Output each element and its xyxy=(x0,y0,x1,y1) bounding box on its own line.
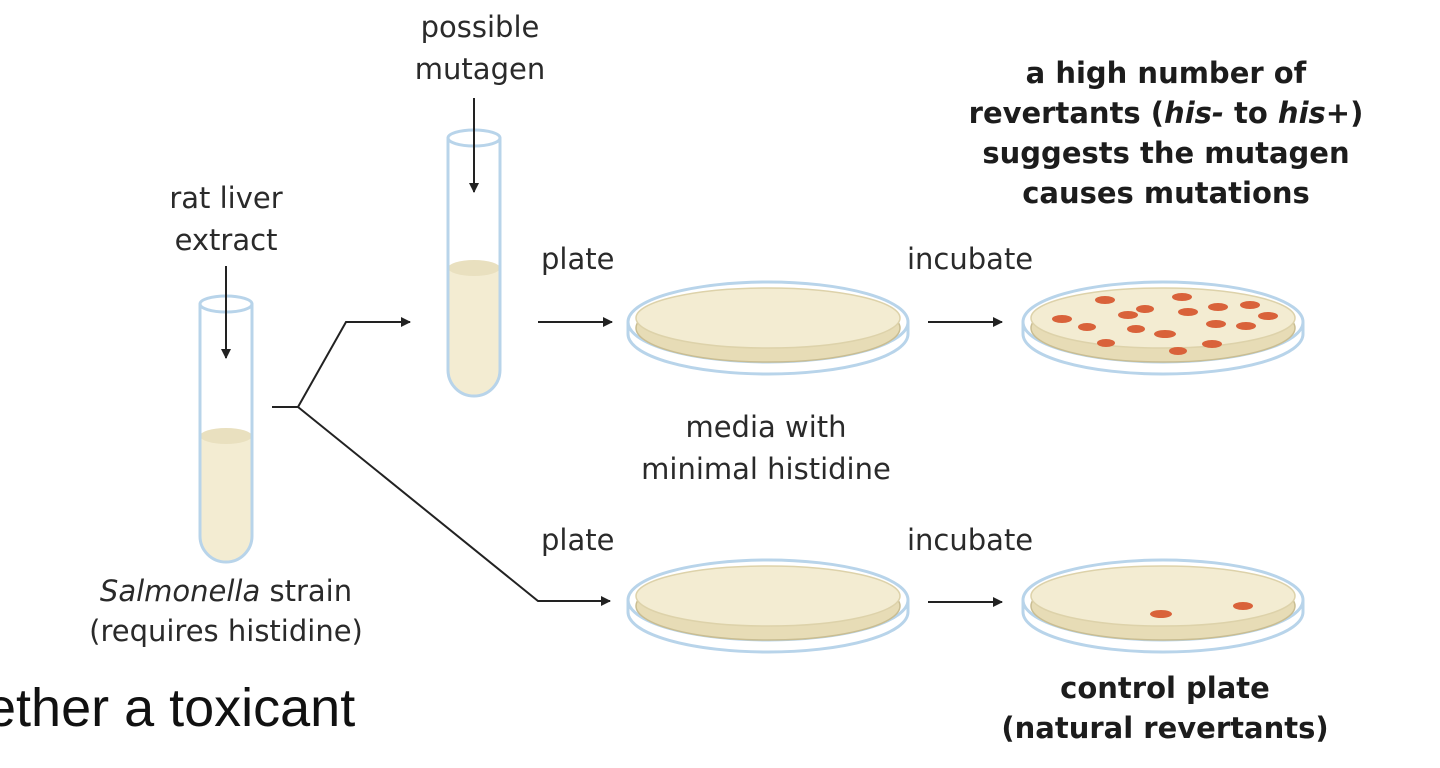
colonies-few xyxy=(1150,602,1253,618)
possible-mutagen-line-1: possible xyxy=(420,10,540,44)
page-text-fragment: ether a toxicant xyxy=(0,676,355,740)
result-line-2-c: to xyxy=(1223,96,1278,130)
result-line-2: revertants (his- to his+) xyxy=(946,93,1386,133)
strain-italic: Salmonella xyxy=(99,574,261,608)
control-plate-label: control plate (natural revertants) xyxy=(960,668,1370,748)
petri-dish-bottom-media xyxy=(626,558,910,654)
rat-liver-line-1: rat liver xyxy=(169,181,283,215)
strain-line-2: (requires histidine) xyxy=(89,614,363,648)
media-label: media with minimal histidine xyxy=(606,406,926,490)
plate-bottom-label: plate xyxy=(541,523,615,557)
result-line-4: causes mutations xyxy=(1022,176,1310,210)
strain-line-1: Salmonella strain xyxy=(46,571,406,611)
result-line-2-his-minus: his- xyxy=(1164,96,1224,130)
petri-dish-top-revertants xyxy=(1021,280,1305,376)
control-line-2: (natural revertants) xyxy=(1001,711,1329,745)
page-text-line-1: ether a toxicant xyxy=(0,678,356,738)
result-line-1: a high number of xyxy=(1025,56,1307,90)
incubate-bottom-label: incubate xyxy=(907,523,1034,557)
petri-dish-control xyxy=(1021,558,1305,654)
mutagen-tube xyxy=(446,128,502,398)
salmonella-strain-label: Salmonella strain (requires histidine) xyxy=(46,571,406,651)
possible-mutagen-line-2: mutagen xyxy=(414,52,546,86)
result-line-2-his-plus: his+ xyxy=(1277,96,1351,130)
control-line-1: control plate xyxy=(1060,671,1270,705)
colonies-many xyxy=(1052,293,1278,355)
result-label: a high number of revertants (his- to his… xyxy=(946,53,1386,213)
result-line-2-a: revertants ( xyxy=(968,96,1165,130)
media-line-2: minimal histidine xyxy=(641,452,891,486)
incubate-top-label: incubate xyxy=(907,242,1034,276)
strain-rest: strain xyxy=(260,574,353,608)
rat-liver-extract-label: rat liver extract xyxy=(136,177,316,261)
possible-mutagen-label: possible mutagen xyxy=(400,6,560,90)
branch-to-mutagen-arrow xyxy=(272,317,411,408)
plate-top-label: plate xyxy=(541,242,615,276)
branch-to-control-arrow xyxy=(297,406,611,606)
result-line-2-e: ) xyxy=(1350,96,1364,130)
petri-dish-top-media xyxy=(626,280,910,376)
media-line-1: media with xyxy=(685,410,847,444)
result-line-3: suggests the mutagen xyxy=(982,136,1350,170)
rat-liver-line-2: extract xyxy=(174,223,278,257)
